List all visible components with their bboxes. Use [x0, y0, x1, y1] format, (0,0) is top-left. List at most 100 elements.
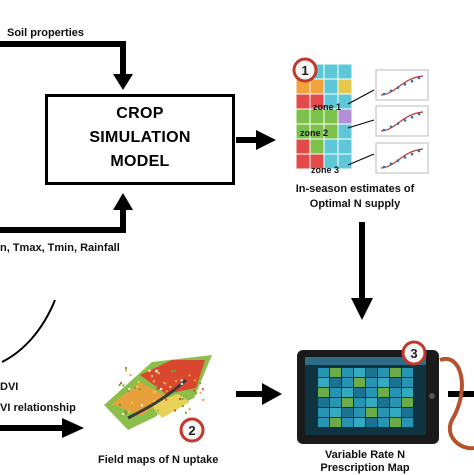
inseason-label-line-2: Optimal N supply — [309, 198, 401, 210]
zone-to-plot-arrows — [347, 89, 375, 166]
field-map-pixel — [180, 379, 183, 382]
zone-grid-cell — [337, 123, 353, 140]
field-map-pixel — [174, 409, 177, 412]
tablet-map-cell — [330, 388, 341, 397]
tablet-map-cell — [390, 388, 401, 397]
zone-grid-cell — [309, 78, 325, 95]
connector-arrows — [0, 41, 474, 431]
field-map-pixel — [127, 389, 130, 392]
field-map-pixel — [152, 380, 155, 383]
field-map-pixel — [183, 383, 186, 386]
zone-grid-cell — [337, 63, 353, 80]
response-point — [389, 162, 393, 166]
field-map-pixel — [202, 398, 205, 401]
field-map-pixel — [122, 384, 125, 387]
tablet-toolbar — [305, 357, 426, 365]
response-point — [403, 156, 407, 159]
zone-2-pointer — [347, 119, 375, 129]
zone-grid-cell — [295, 138, 311, 155]
field-map-pixel — [159, 394, 162, 397]
response-point — [396, 122, 400, 125]
tablet-map-cell — [390, 398, 401, 407]
zone-grid-cell — [337, 78, 353, 95]
field-map-pixel — [153, 400, 156, 403]
prescription-tablet — [297, 350, 474, 451]
tablet-map-cell — [354, 388, 365, 397]
field-map-pixel — [200, 412, 203, 415]
zone-1-label: zone 1 — [313, 102, 341, 112]
tablet-map-cell — [342, 398, 353, 407]
field-map-pixel — [175, 374, 178, 377]
field-map-pixel — [175, 380, 178, 383]
field-map-road — [127, 378, 188, 420]
tablet-map-cell — [378, 418, 389, 427]
response-point — [396, 159, 400, 162]
field-map-pixel — [181, 405, 184, 408]
zone-2-label: zone 2 — [300, 128, 328, 138]
field-map-pixel — [164, 382, 167, 385]
zone-grid-cell — [337, 153, 353, 170]
field-map-pixel — [181, 398, 184, 401]
field-map-pixel — [156, 387, 159, 390]
zone-1-pointer — [347, 89, 375, 105]
field-map — [104, 355, 212, 430]
tablet-map-cell — [402, 418, 413, 427]
tablet-map-cell — [402, 398, 413, 407]
tablet-map-cell — [390, 378, 401, 387]
soil-arrowhead — [113, 74, 133, 90]
zone-3-label: zone 3 — [311, 165, 339, 175]
response-point — [410, 152, 414, 156]
crop-simulation-model-box: CROP SIMULATION MODEL — [45, 94, 235, 185]
soil-properties-label: Soil properties — [7, 27, 85, 39]
zone-grid-cell — [295, 153, 311, 170]
tablet-map-cell — [330, 408, 341, 417]
field-map-orange-zone — [112, 382, 166, 416]
zone-grid-cell — [323, 63, 339, 80]
field-map-pixel — [138, 403, 141, 406]
tablet-map-cell — [354, 378, 365, 387]
tablet-map-cell — [330, 418, 341, 427]
tablet-map-cell — [342, 408, 353, 417]
field-map-pixel — [120, 382, 123, 385]
map-arrowhead — [262, 383, 282, 405]
tablet-map-cell — [330, 398, 341, 407]
field-map-pixel — [153, 390, 156, 393]
badge-3-ring — [401, 340, 427, 366]
tablet-map-cells — [318, 368, 413, 427]
weather-arrowhead — [113, 193, 133, 210]
field-map-pixel — [165, 390, 168, 393]
tablet-map-cell — [354, 368, 365, 377]
field-map-pixel — [137, 380, 140, 383]
field-map-pixel — [184, 411, 187, 414]
field-map-pixel — [138, 388, 141, 391]
response-point — [389, 125, 393, 129]
tablet-map-cell — [378, 398, 389, 407]
tablet-map-cell — [366, 418, 377, 427]
tablet-map-cell — [366, 388, 377, 397]
field-map-pixel — [188, 374, 191, 377]
field-map-pixel — [157, 372, 160, 375]
model-line-3: MODEL — [110, 153, 170, 170]
field-map-pixel — [160, 411, 163, 414]
field-map-pixel — [159, 369, 162, 372]
zone-grid-cell — [295, 108, 311, 125]
response-point — [403, 83, 407, 86]
field-map-pixel — [194, 379, 197, 382]
badge-1: 1 — [292, 57, 318, 83]
tablet-map-cell — [366, 398, 377, 407]
field-map-pixel — [171, 370, 174, 373]
field-map-pixel — [129, 374, 132, 377]
field-map-pixel — [155, 369, 158, 372]
field-map-pixel — [118, 383, 121, 386]
inseason-label-line-1: In-season estimates of — [295, 183, 415, 195]
field-map-pixel — [151, 375, 154, 378]
tablet-map-cell — [318, 418, 329, 427]
field-map-pixel — [195, 392, 198, 395]
tablet-map-cell — [318, 408, 329, 417]
field-map-pixels — [118, 367, 205, 417]
field-map-pixel — [162, 381, 165, 384]
arrow-heads — [62, 74, 373, 438]
response-plots — [375, 69, 429, 174]
tablet-map-cell — [378, 368, 389, 377]
tablet-map-cell — [366, 408, 377, 417]
